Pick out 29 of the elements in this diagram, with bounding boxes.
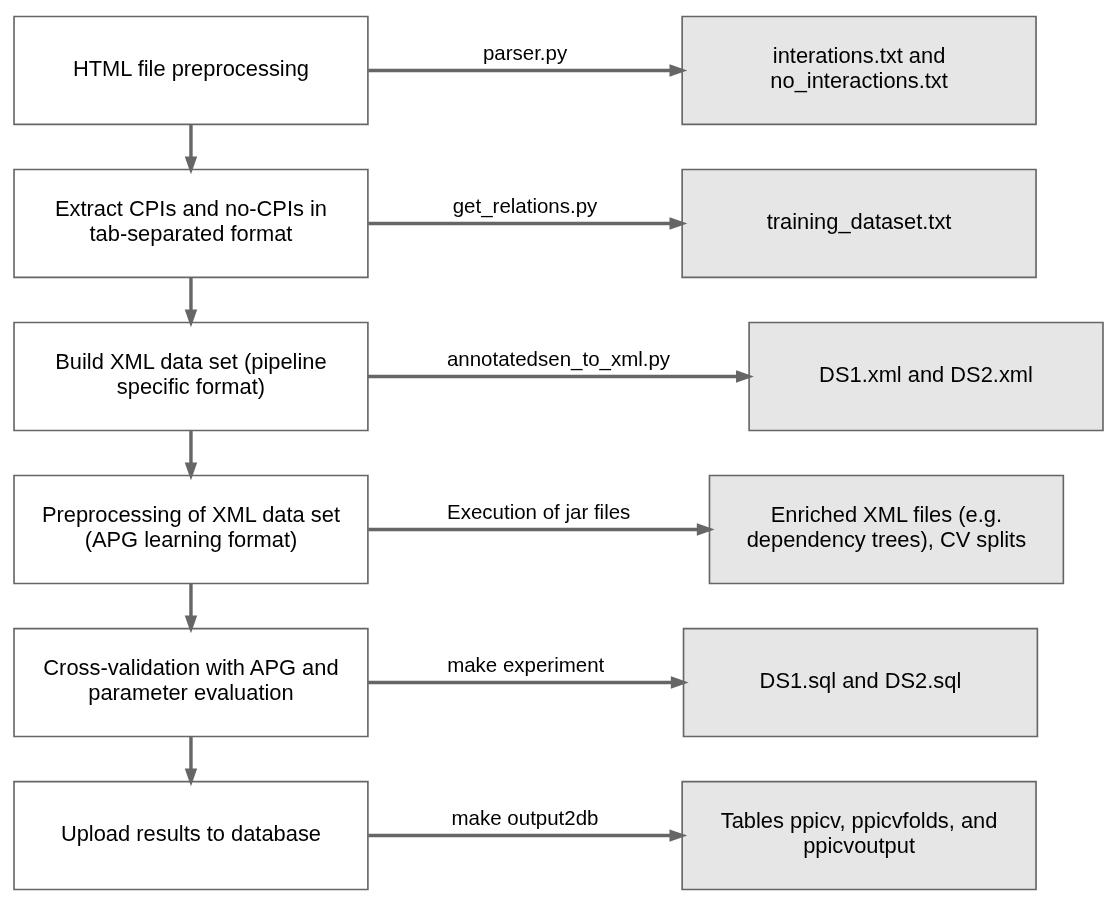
node-box: Preprocessing of XML data set (APG learning format) xyxy=(13,474,369,585)
node-box: Build XML data set (pipeline specific format) xyxy=(13,321,369,432)
node-box: training_dataset.txt xyxy=(681,168,1037,279)
node-box: Tables ppicv, ppicvfolds, and ppicvoutput xyxy=(681,780,1037,891)
arrow xyxy=(367,370,754,383)
arrow xyxy=(184,124,198,175)
arrow xyxy=(184,277,198,328)
node-box: Extract CPIs and no-CPIs in tab-separated format xyxy=(13,168,369,279)
arrow xyxy=(368,829,688,842)
arrow xyxy=(368,64,688,77)
edge-label: Execution of jar files xyxy=(447,499,631,523)
arrow xyxy=(368,676,689,689)
arrow xyxy=(368,217,688,230)
arrow xyxy=(184,430,198,481)
node-box: Upload results to database xyxy=(13,780,369,891)
edge-label: make experiment xyxy=(447,652,605,676)
arrow xyxy=(368,523,715,536)
edge-label: annotatedsen_to_xml.py xyxy=(446,346,671,370)
node-box: interations.txt and no_interactions.txt xyxy=(681,15,1037,126)
node-box: DS1.xml and DS2.xml xyxy=(748,321,1104,432)
arrow xyxy=(184,736,198,787)
edge-label: make output2db xyxy=(451,805,599,829)
edge-label: get_relations.py xyxy=(452,193,598,217)
node-box: Cross-validation with APG and parameter evaluation xyxy=(13,627,369,738)
edge-label: parser.py xyxy=(482,40,568,64)
arrow xyxy=(184,583,198,634)
node-box: Enriched XML files (e.g. dependency trees), CV splits xyxy=(708,474,1065,585)
node-box: HTML file preprocessing xyxy=(13,15,369,126)
node-box: DS1.sql and DS2.sql xyxy=(682,627,1039,738)
